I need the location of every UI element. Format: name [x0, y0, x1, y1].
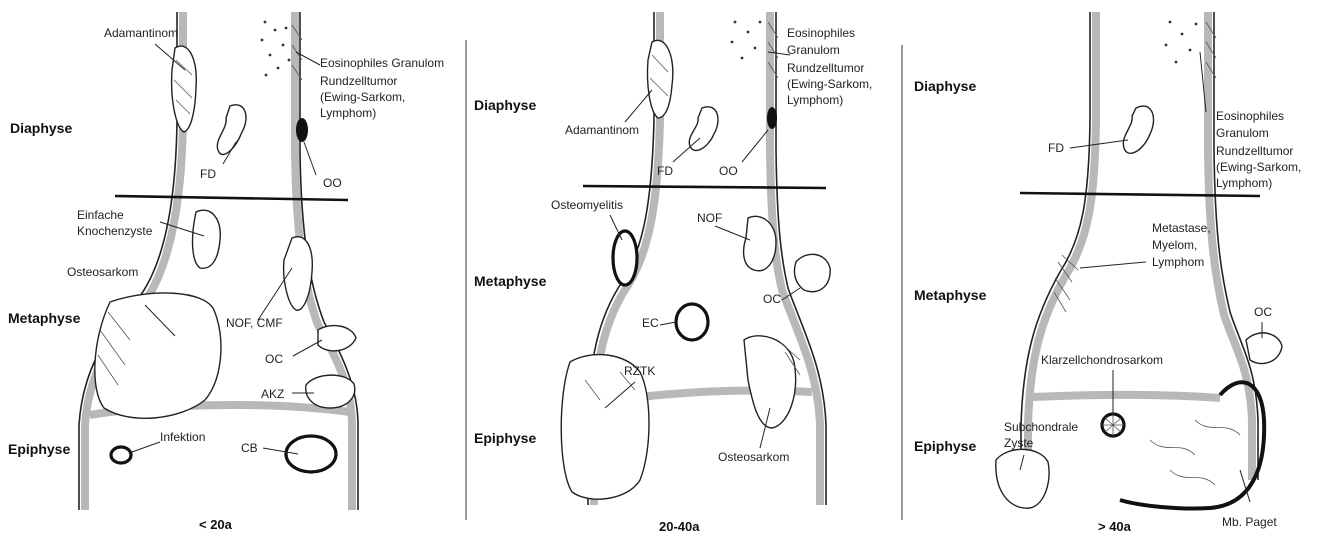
- panel-over-40: Diaphyse Eosinophiles Granulom Rundzellt…: [914, 12, 1301, 534]
- panel-under-20: Adamantinom Eosinophiles Granulom Rundze…: [8, 12, 444, 532]
- oo-lesion: [296, 118, 308, 142]
- adamantinom-lesion: [172, 46, 197, 132]
- ec-lesion: [676, 304, 708, 340]
- leader-oo: [304, 142, 316, 175]
- label-oo: OO: [323, 176, 342, 190]
- label-ek-line2: Knochenzyste: [77, 224, 153, 238]
- nof-lesion: [744, 216, 776, 270]
- osteosarkom-lesion: [744, 336, 796, 428]
- label-sz-line2: Zyste: [1004, 436, 1034, 450]
- label-rz-line1: Rundzelltumor: [320, 74, 397, 88]
- oc-lesion: [794, 254, 830, 291]
- panel-20-40: Eosinophiles Granulom Rundzelltumor (Ewi…: [474, 12, 872, 534]
- osteosarkom-lesion: [95, 293, 221, 418]
- label-oc: OC: [1254, 305, 1272, 319]
- region-diaphyse: Diaphyse: [474, 97, 536, 113]
- region-diaphyse: Diaphyse: [914, 78, 976, 94]
- label-rz-line3: Lymphom): [320, 106, 376, 120]
- label-eg-line2: Granulom: [1216, 126, 1269, 140]
- label-fd: FD: [657, 164, 673, 178]
- label-ec: EC: [642, 316, 659, 330]
- fd-lesion: [217, 105, 246, 155]
- label-eg-line2: Granulom: [787, 43, 840, 57]
- leader-ec: [660, 322, 676, 325]
- age-label: 20-40a: [659, 519, 700, 534]
- region-separator: [583, 186, 826, 188]
- region-metaphyse: Metaphyse: [8, 310, 81, 326]
- subchondrale-zyste-lesion: [996, 449, 1049, 508]
- region-epiphyse: Epiphyse: [8, 441, 70, 457]
- oc-lesion: [1246, 333, 1282, 364]
- label-adamantinom: Adamantinom: [565, 123, 639, 137]
- label-rz-line1: Rundzelltumor: [787, 61, 864, 75]
- label-met-line1: Metastase,: [1152, 221, 1211, 235]
- paget-cortex: [1120, 382, 1264, 508]
- region-metaphyse: Metaphyse: [914, 287, 987, 303]
- label-oc: OC: [265, 352, 283, 366]
- label-osteosarkom: Osteosarkom: [718, 450, 789, 464]
- label-nof: NOF: [697, 211, 722, 225]
- granulom-texture: [1165, 21, 1198, 64]
- label-rz-line2: (Ewing-Sarkom,: [787, 77, 872, 91]
- label-ek-line1: Einfache: [77, 208, 124, 222]
- label-fd: FD: [1048, 141, 1064, 155]
- label-sz-line1: Subchondrale: [1004, 420, 1078, 434]
- oc-lesion: [318, 326, 356, 351]
- label-fd: FD: [200, 167, 216, 181]
- leader-osteomyelitis: [610, 215, 622, 240]
- label-eg-line1: Eosinophiles: [787, 26, 855, 40]
- knochenzyste-lesion: [193, 210, 221, 268]
- region-metaphyse: Metaphyse: [474, 273, 547, 289]
- granulom-texture: [731, 21, 762, 60]
- label-nof-cmf: NOF, CMF: [226, 316, 283, 330]
- leader-infektion: [132, 442, 160, 452]
- label-rz-line3: Lymphom): [1216, 176, 1272, 190]
- oo-lesion: [767, 107, 777, 129]
- label-rz-line3: Lymphom): [787, 93, 843, 107]
- age-label: < 20a: [199, 517, 233, 532]
- paget-texture: [1150, 420, 1240, 485]
- label-eg-line1: Eosinophiles: [1216, 109, 1284, 123]
- granulom-texture: [261, 21, 291, 77]
- label-met-line3: Lymphom: [1152, 255, 1204, 269]
- label-klarzell: Klarzellchondrosarkom: [1041, 353, 1163, 367]
- label-osteosarkom: Osteosarkom: [67, 265, 138, 279]
- label-cb: CB: [241, 441, 258, 455]
- label-akz: AKZ: [261, 387, 284, 401]
- region-epiphyse: Epiphyse: [914, 438, 976, 454]
- label-rz-line2: (Ewing-Sarkom,: [320, 90, 405, 104]
- region-diaphyse: Diaphyse: [10, 120, 72, 136]
- region-epiphyse: Epiphyse: [474, 430, 536, 446]
- leader-nof: [715, 226, 750, 240]
- label-osteomyelitis: Osteomyelitis: [551, 198, 623, 212]
- leader-oc: [293, 340, 322, 356]
- label-eg-line1: Eosinophiles Granulom: [320, 56, 444, 70]
- label-rz-line1: Rundzelltumor: [1216, 144, 1293, 158]
- label-infektion: Infektion: [160, 430, 205, 444]
- leader-metastase: [1080, 262, 1146, 268]
- cb-lesion: [286, 436, 336, 472]
- akz-lesion: [306, 375, 355, 408]
- label-adamantinom: Adamantinom: [104, 26, 178, 40]
- label-paget: Mb. Paget: [1222, 515, 1277, 529]
- growth-plate: [1032, 395, 1220, 398]
- label-oc: OC: [763, 292, 781, 306]
- label-rztk: RZTK: [624, 364, 655, 378]
- region-separator: [1020, 193, 1260, 196]
- age-label: > 40a: [1098, 519, 1132, 534]
- leader-oo: [742, 130, 768, 162]
- label-oo: OO: [719, 164, 738, 178]
- leader-adamantinom: [625, 90, 652, 122]
- infektion-lesion: [111, 447, 131, 463]
- osteomyelitis-lesion: [613, 231, 637, 285]
- region-separator: [115, 196, 348, 200]
- label-met-line2: Myelom,: [1152, 238, 1197, 252]
- label-rz-line2: (Ewing-Sarkom,: [1216, 160, 1301, 174]
- fd-lesion: [1123, 106, 1153, 153]
